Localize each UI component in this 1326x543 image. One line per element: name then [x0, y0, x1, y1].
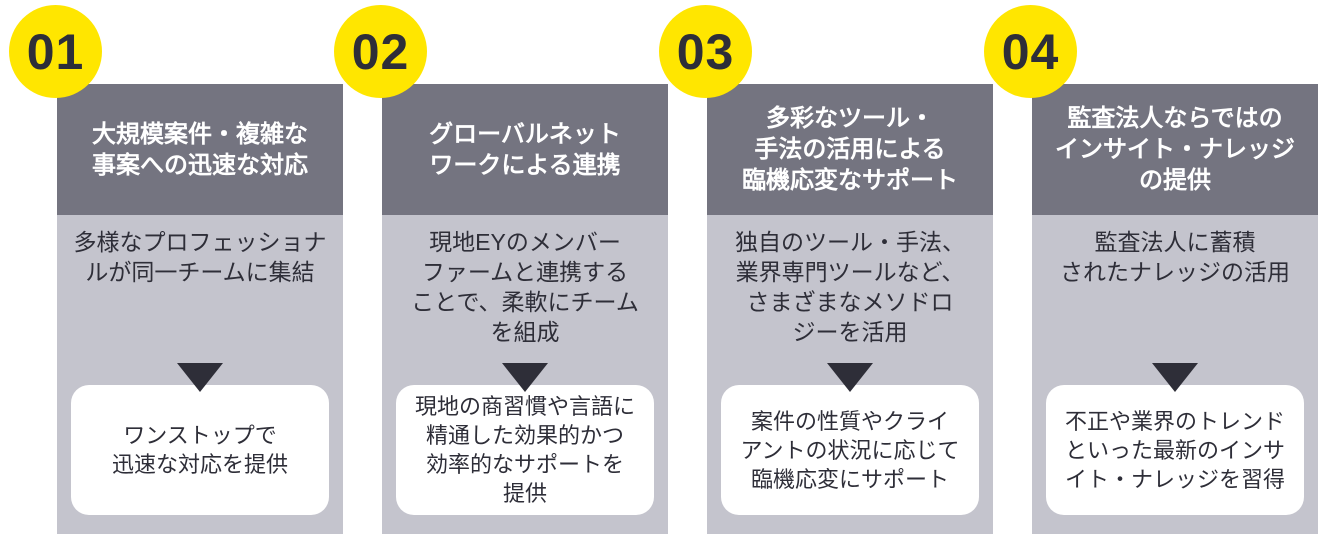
step-number: 02	[351, 23, 410, 80]
feature-column-4: 04 監査法人ならではの インサイト・ナレッジ の提供 監査法人に蓄積 されたナ…	[984, 0, 1318, 543]
arrow-down-icon	[177, 363, 223, 392]
step-number: 04	[1001, 23, 1060, 80]
outcome-card: ワンストップで 迅速な対応を提供	[71, 385, 329, 515]
feature-column-1: 01 大規模案件・複雑な 事案への迅速な対応 多様なプロフェッショナ ルが同一チ…	[9, 0, 343, 543]
feature-description: 多様なプロフェッショナ ルが同一チームに集結	[73, 229, 327, 285]
feature-column-2: 02 グローバルネット ワークによる連携 現地EYのメンバー ファームと連携する…	[334, 0, 668, 543]
feature-panel: 独自のツール・手法、 業界専門ツールなど、 さまざまなメソドロ ジーを活用 案件…	[707, 215, 993, 534]
feature-title: 多彩なツール・ 手法の活用による 臨機応変なサポート	[707, 84, 993, 215]
feature-title: 大規模案件・複雑な 事案への迅速な対応	[57, 84, 343, 215]
step-number-badge: 02	[334, 5, 427, 98]
step-number: 03	[676, 23, 735, 80]
step-number: 01	[26, 23, 85, 80]
feature-column-3: 03 多彩なツール・ 手法の活用による 臨機応変なサポート 独自のツール・手法、…	[659, 0, 993, 543]
outcome-card: 案件の性質やクライ アントの状況に応じて 臨機応変にサポート	[721, 385, 979, 515]
feature-panel: 現地EYのメンバー ファームと連携する ことで、柔軟にチーム を組成 現地の商習…	[382, 215, 668, 534]
outcome-card: 現地の商習慣や言語に 精通した効果的かつ 効率的なサポートを 提供	[396, 385, 654, 515]
feature-title: グローバルネット ワークによる連携	[382, 84, 668, 215]
feature-panel: 監査法人に蓄積 されたナレッジの活用 不正や業界のトレンド といった最新のインサ…	[1032, 215, 1318, 534]
feature-panel: 多様なプロフェッショナ ルが同一チームに集結 ワンストップで 迅速な対応を提供	[57, 215, 343, 534]
feature-description: 監査法人に蓄積 されたナレッジの活用	[1060, 229, 1290, 285]
arrow-down-icon	[827, 363, 873, 392]
feature-title: 監査法人ならではの インサイト・ナレッジ の提供	[1032, 84, 1318, 215]
step-number-badge: 04	[984, 5, 1077, 98]
feature-description: 独自のツール・手法、 業界専門ツールなど、 さまざまなメソドロ ジーを活用	[735, 229, 965, 345]
outcome-text: 案件の性質やクライ アントの状況に応じて 臨機応変にサポート	[740, 408, 960, 492]
feature-description: 現地EYのメンバー ファームと連携する ことで、柔軟にチーム を組成	[411, 229, 639, 345]
outcome-card: 不正や業界のトレンド といった最新のインサ イト・ナレッジを習得	[1046, 385, 1304, 515]
outcome-text: 不正や業界のトレンド といった最新のインサ イト・ナレッジを習得	[1064, 408, 1285, 492]
outcome-text: 現地の商習慣や言語に 精通した効果的かつ 効率的なサポートを 提供	[414, 394, 635, 506]
arrow-down-icon	[1152, 363, 1198, 392]
step-number-badge: 01	[9, 5, 102, 98]
outcome-text: ワンストップで 迅速な対応を提供	[111, 423, 288, 477]
arrow-down-icon	[502, 363, 548, 392]
step-number-badge: 03	[659, 5, 752, 98]
